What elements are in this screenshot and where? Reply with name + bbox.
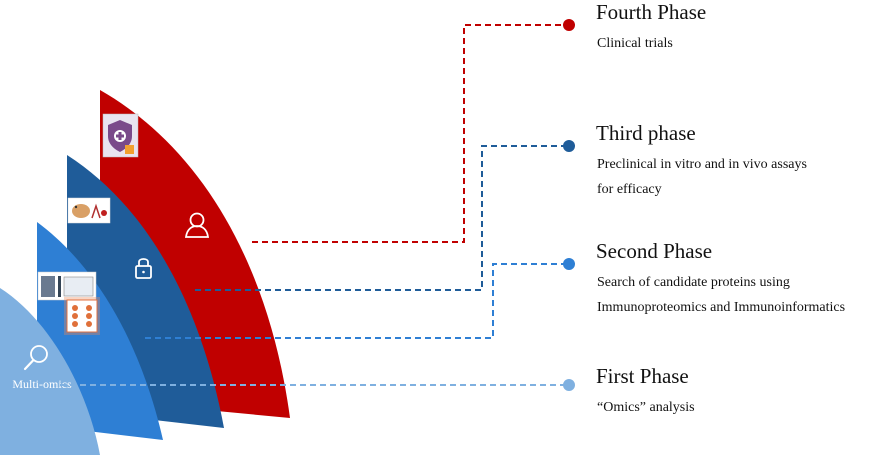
phase-title-first: First Phase xyxy=(596,364,689,388)
phase-desc-line: for efficacy xyxy=(597,182,662,197)
phase-desc-line: Preclinical in vitro and in vivo assays xyxy=(597,157,807,172)
phase-desc-line: Immunoproteomics and Immunoinformatics xyxy=(597,300,846,315)
medical-shield-icon xyxy=(102,113,139,158)
dot-first-phase xyxy=(563,379,575,391)
dot-third-phase xyxy=(563,140,575,152)
dot-fourth-phase xyxy=(563,19,575,31)
connector-second-phase xyxy=(145,263,568,339)
wedge-first-phase xyxy=(0,288,100,455)
phase-desc-second: Search of candidate proteins using Immun… xyxy=(597,270,845,320)
connector-fourth-phase xyxy=(252,24,568,243)
wedge-label-multi-omics: Multi-omics xyxy=(12,377,72,391)
animal-models-picture xyxy=(67,197,111,224)
mass-spectrometer-picture xyxy=(37,271,97,301)
lock-icon xyxy=(135,258,152,279)
connector-third-phase xyxy=(195,145,568,291)
dot-second-phase xyxy=(563,258,575,270)
user-icon xyxy=(184,212,210,238)
phase-desc-line: Search of candidate proteins using xyxy=(597,275,790,290)
protein-array-picture xyxy=(64,297,100,335)
magnifier-icon xyxy=(23,345,48,371)
phase-title-second: Second Phase xyxy=(596,239,713,263)
phase-desc-line: “Omics” analysis xyxy=(597,400,695,415)
phase-desc-line: Clinical trials xyxy=(597,36,673,51)
phase-title-fourth: Fourth Phase xyxy=(596,0,707,24)
phase-desc-fourth: Clinical trials xyxy=(597,31,673,56)
phase-desc-third: Preclinical in vitro and in vivo assays … xyxy=(597,152,807,202)
phase-desc-first: “Omics” analysis xyxy=(597,395,695,420)
phase-title-third: Third phase xyxy=(596,121,696,145)
